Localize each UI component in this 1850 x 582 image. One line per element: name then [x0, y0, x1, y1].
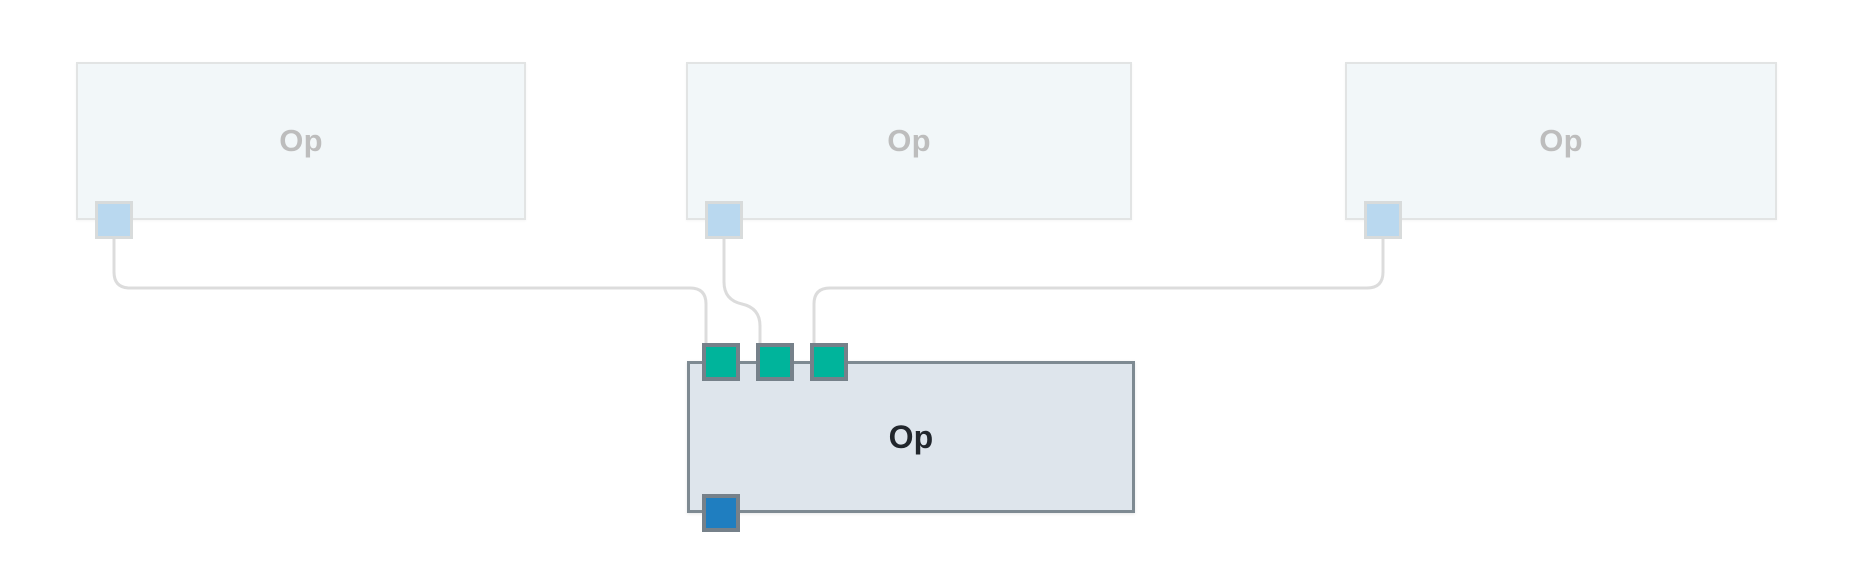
node-label: Op [888, 418, 934, 455]
node-input-port[interactable] [810, 343, 848, 381]
edge-connection[interactable] [722, 219, 762, 348]
edge-connection[interactable] [812, 219, 1385, 348]
graph-node-op-source-3[interactable]: Op [1345, 62, 1777, 220]
graph-node-op-source-1[interactable]: Op [76, 62, 526, 220]
graph-node-op-target[interactable]: Op [687, 361, 1135, 513]
node-output-port[interactable] [702, 494, 740, 532]
graph-node-op-source-2[interactable]: Op [686, 62, 1132, 220]
edge-connection[interactable] [112, 219, 708, 348]
node-output-port[interactable] [1364, 201, 1402, 239]
node-label: Op [887, 123, 931, 158]
node-label: Op [279, 123, 323, 158]
node-input-port[interactable] [702, 343, 740, 381]
node-output-port[interactable] [95, 201, 133, 239]
node-output-port[interactable] [705, 201, 743, 239]
node-label: Op [1539, 123, 1583, 158]
node-input-port[interactable] [756, 343, 794, 381]
